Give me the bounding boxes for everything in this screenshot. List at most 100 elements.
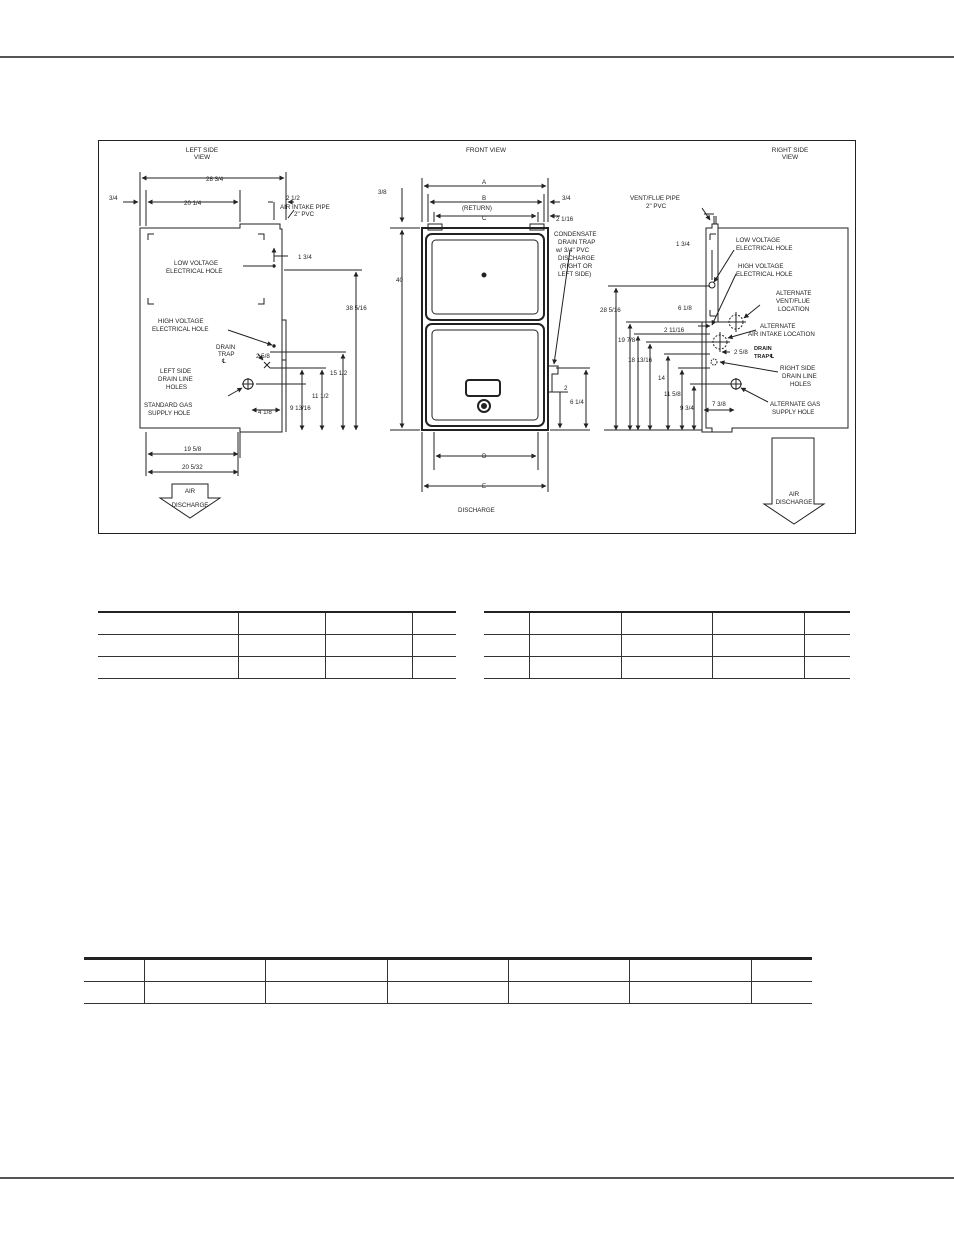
top-rule [0,56,954,58]
callout-vent-flue-2: 2" PVC [646,203,667,210]
table-cell [484,590,530,613]
table-cell [750,958,812,982]
left-discharge-label-2: DISCHARGE [172,502,209,509]
dim-label: 11 5/8 [664,391,681,398]
table-cell [265,958,388,982]
diagram-linework [123,172,849,525]
table-cell [386,958,509,982]
callout-r-low-voltage: LOW VOLTAGE [736,237,780,244]
table-cell [98,634,239,657]
callout-drain-trap: DRAIN [216,344,235,351]
table-row [98,656,456,679]
table-cell [712,634,805,657]
table-cell [412,612,456,635]
table-cell [387,936,509,960]
callout-r-high-voltage: HIGH VOLTAGE [738,263,784,270]
bottom-rule [0,1177,954,1179]
table-row [98,612,456,635]
table-cell [412,590,456,613]
left-view-title: LEFT SIDE [186,147,218,154]
table-cell [144,936,266,960]
table-cell [484,612,530,635]
table-row [98,634,456,657]
callout-alt-vent-2: VENT/FLUE [776,298,810,305]
table-cell [386,981,509,1004]
dim-label: 40 [396,277,403,284]
callout-alt-vent: ALTERNATE [776,290,812,297]
table-cell [325,590,413,613]
dim-label: 2 1/16 [556,216,574,223]
callout-r-side-2: DRAIN LINE [782,373,817,380]
dim-label: 3/4 [109,195,118,202]
callout-r-low-voltage-2: ELECTRICAL HOLE [736,245,793,252]
callout-std-gas: STANDARD GAS [144,402,192,409]
right-view-title: RIGHT SIDE [772,147,808,154]
right-discharge-arrow [762,437,826,525]
callout-r-side-3: HOLES [790,381,811,388]
dim-label: 3/8 [378,189,387,196]
table-cell [750,981,812,1004]
table-cell [629,936,752,960]
dim-label: 7 3/8 [712,401,726,408]
table-cell [238,590,326,613]
dimension-table-right [484,590,850,679]
callout-r-drain-2: TRAP℄ [754,353,774,360]
table-cell [325,634,413,657]
table-cell [238,634,326,657]
diagram-frame [98,140,856,534]
dim-label: 2 5/8 [256,353,270,360]
table-cell [412,634,456,657]
table-cell [484,656,530,679]
right-view-title-2: VIEW [782,154,799,161]
table-cell [621,590,713,613]
table-cell [508,958,630,982]
callout-low-voltage: LOW VOLTAGE [174,260,218,267]
callout-r-side: RIGHT SIDE [780,365,815,372]
table-cell [712,656,805,679]
table-cell [629,981,752,1004]
table-cell [265,936,388,960]
table-cell [620,634,713,657]
table-cell [98,590,239,613]
table-row [84,936,812,960]
callout-alt-gas: ALTERNATE GAS [770,401,820,408]
dim-label: 20 5/32 [182,464,203,471]
table-cell [803,634,850,657]
dim-label: 18 13/16 [628,357,653,364]
callout-condensate: CONDENSATE [554,231,597,238]
dim-label: 20 1/4 [184,200,202,207]
dim-label: 15 1/2 [330,370,348,377]
table-cell [412,656,456,679]
callout-alt-air: ALTERNATE [760,323,796,330]
dim-label: 11 1/2 [312,393,329,400]
dim-label: C [482,215,487,222]
right-cabinet-outline [705,223,849,433]
table-row [484,634,850,657]
right-discharge-label-2: DISCHARGE [776,499,813,506]
table-cell [144,981,266,1004]
table-cell [620,656,713,679]
callout-air-intake-2: 2" PVC [294,211,315,218]
table-cell [238,656,326,679]
table-cell [620,612,713,635]
callout-vent-flue: VENT/FLUE PIPE [630,195,680,202]
table-cell [144,958,266,982]
table-row [484,656,850,679]
dim-label: 1 3/4 [676,241,690,248]
table-cell [98,612,239,635]
dim-label: E [482,483,486,490]
table-cell [529,590,622,613]
callout-left-drain-3: HOLES [166,384,187,391]
left-view-title-2: VIEW [194,154,211,161]
callout-high-voltage: HIGH VOLTAGE [158,318,204,325]
dim-label: 28 5/16 [600,307,621,314]
dim-label: 2 [564,385,568,392]
callout-alt-gas-2: SUPPLY HOLE [772,409,814,416]
dim-label: 38 5/16 [346,305,367,312]
table-cell [84,981,145,1004]
table-row [484,590,850,613]
callout-left-drain: LEFT SIDE [160,368,191,375]
table-cell [508,981,630,1004]
callout-alt-vent-3: LOCATION [778,306,809,313]
dim-label: 3/4 [562,195,571,202]
